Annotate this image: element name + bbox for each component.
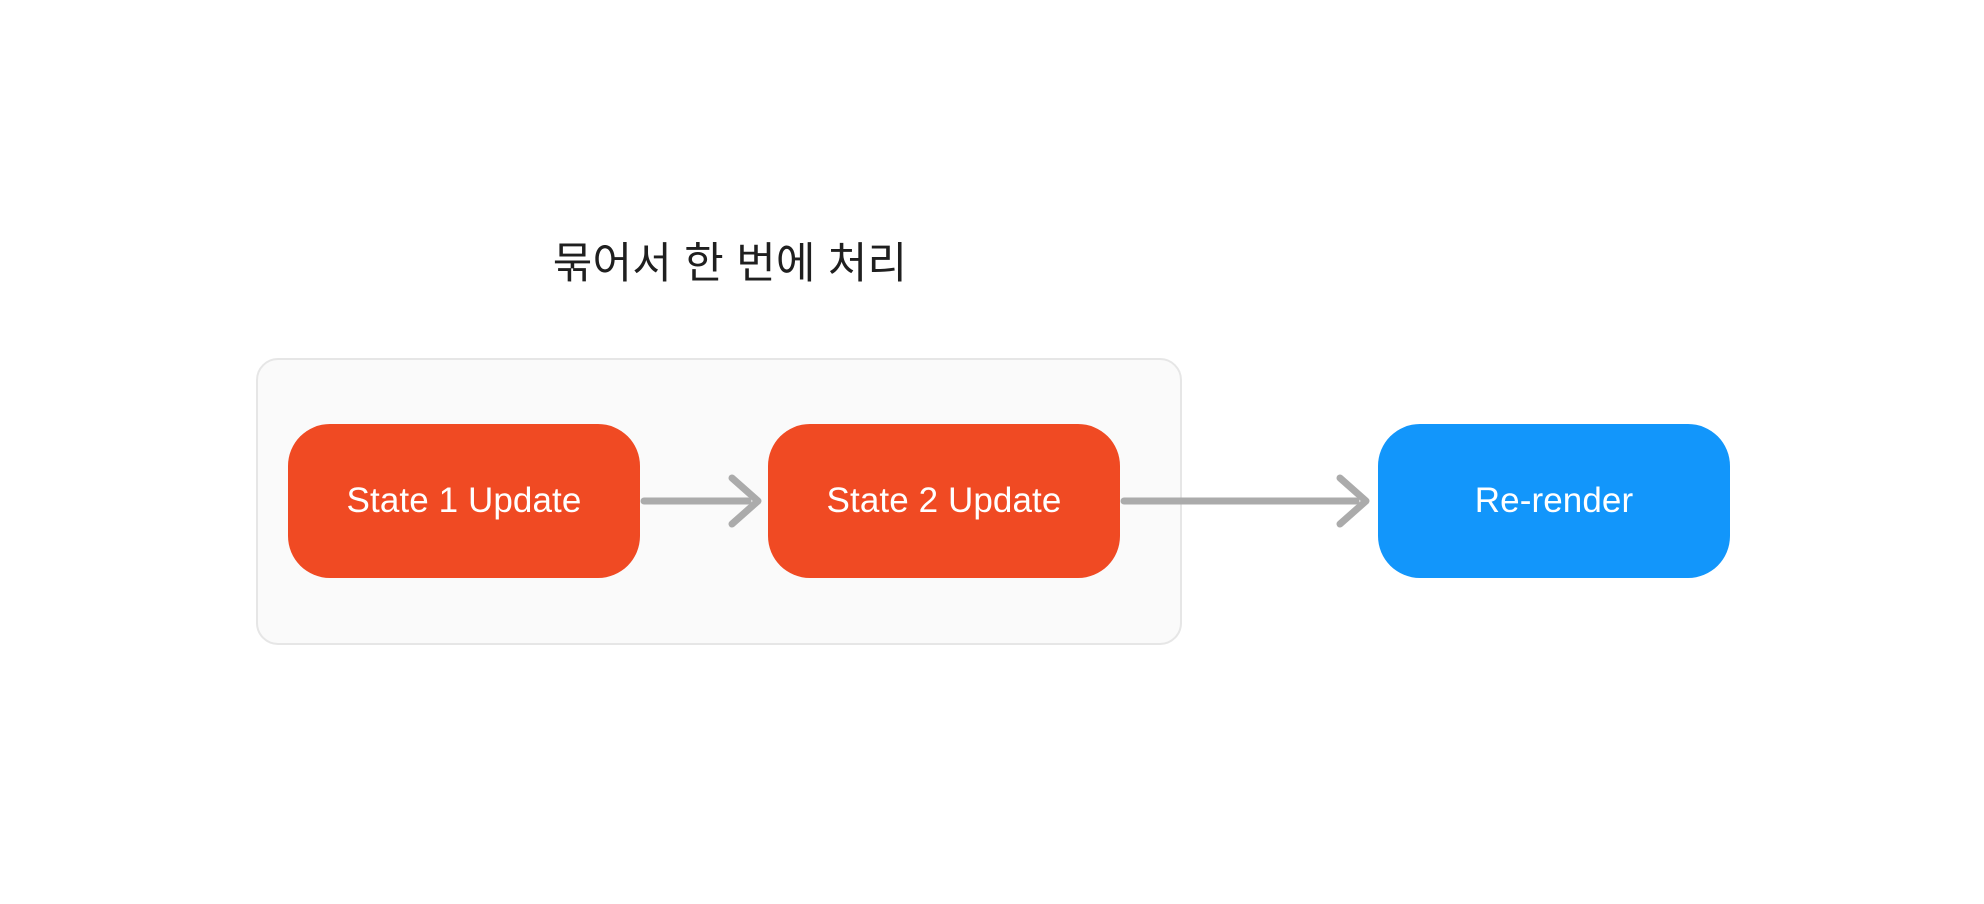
arrow-state2-to-rerender-icon <box>1120 474 1370 528</box>
page-title: 묶어서 한 번에 처리 <box>552 240 908 288</box>
arrow-state1-to-state2-icon <box>640 474 762 528</box>
node-state-2-update-label: State 2 Update <box>826 481 1062 520</box>
node-re-render-label: Re-render <box>1474 481 1634 520</box>
node-re-render[interactable]: Re-render <box>1378 424 1730 578</box>
node-state-2-update[interactable]: State 2 Update <box>768 424 1120 578</box>
node-state-1-update[interactable]: State 1 Update <box>288 424 640 578</box>
node-state-1-update-label: State 1 Update <box>346 481 582 520</box>
